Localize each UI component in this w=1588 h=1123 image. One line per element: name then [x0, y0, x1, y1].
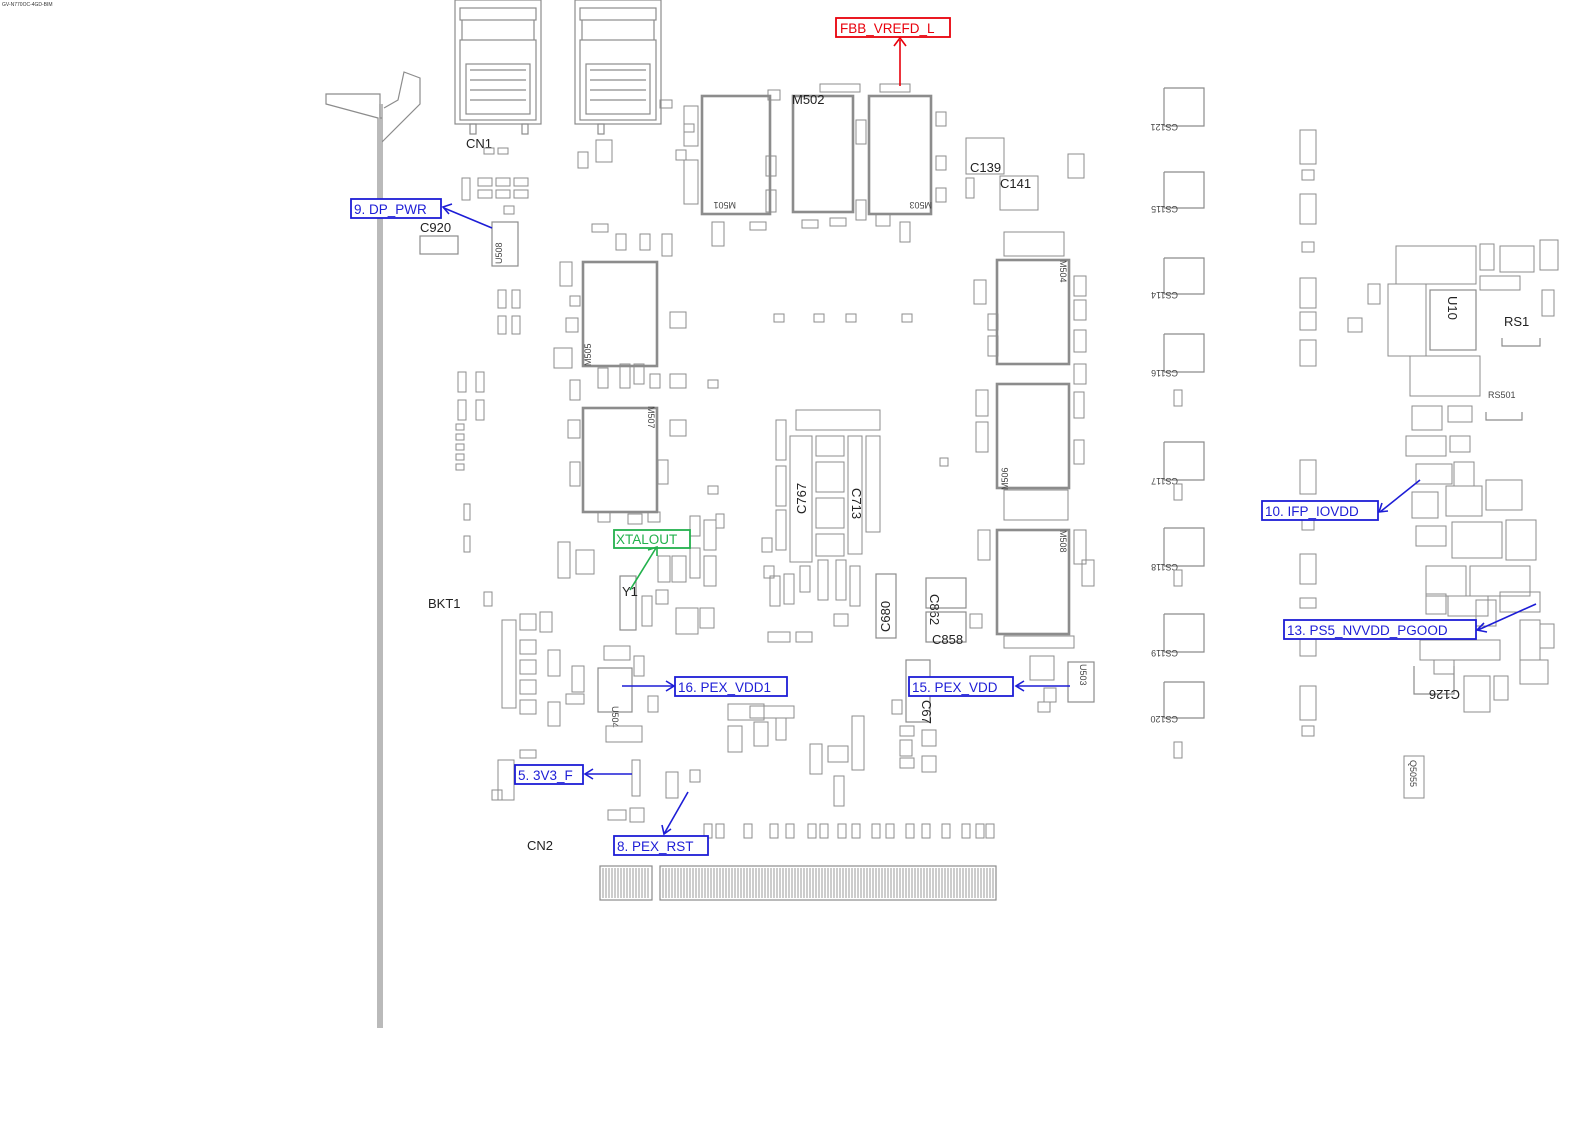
refdes-cs117: CS117 — [1151, 476, 1178, 486]
refdes-q5055: Q5055 — [1408, 760, 1418, 787]
memory-m504 — [995, 258, 1071, 366]
callout-ps5-nvvdd-pgood[interactable]: 13. PS5_NVVDD_PGOOD — [1283, 603, 1537, 640]
callout-pex-rst-label: 8. PEX_RST — [617, 839, 694, 854]
refdes-m505: M505 — [583, 343, 593, 366]
part-c920 — [419, 235, 459, 255]
callout-fbb-vrefd-l-label: FBB_VREFD_L — [840, 21, 935, 36]
memory-m508 — [995, 528, 1071, 636]
passives-crystal-area — [641, 513, 725, 635]
callout-pex-vdd-label: 15. PEX_VDD — [912, 680, 998, 695]
refdes-cs115: CS115 — [1151, 204, 1178, 214]
refdes-m508: M508 — [1058, 530, 1068, 553]
refdes-m503: M503 — [909, 200, 932, 210]
callout-dp-pwr-label: 9. DP_PWR — [354, 202, 427, 217]
part-c858 — [925, 611, 967, 643]
callout-3v3-f[interactable]: 5. 3V3_F — [514, 764, 632, 785]
refdes-rs1: RS1 — [1504, 314, 1529, 329]
pads-row-above-pcie — [703, 823, 995, 839]
part-u10 — [1429, 289, 1477, 351]
refdes-m502: M502 — [792, 92, 825, 107]
refdes-u508: U508 — [494, 242, 504, 264]
memory-m502 — [791, 94, 855, 214]
memory-m505 — [581, 260, 659, 368]
refdes-c67: C67 — [919, 700, 934, 724]
refdes-m501: M501 — [713, 200, 736, 210]
refdes-cs118: CS118 — [1151, 562, 1178, 572]
refdes-rs501: RS501 — [1488, 390, 1516, 400]
memory-m501 — [683, 94, 772, 216]
refdes-cs114: CS114 — [1151, 290, 1178, 300]
passives-right-column — [1299, 129, 1317, 737]
cs-small-pads — [1173, 389, 1183, 759]
part-c680 — [875, 573, 897, 639]
callout-pex-vdd1-label: 16. PEX_VDD1 — [678, 680, 771, 695]
part-u504 — [597, 667, 633, 713]
refdes-c767: C767 — [794, 483, 809, 514]
part-y1 — [619, 575, 637, 631]
gpu-decoupling-cluster — [727, 409, 881, 807]
connector-cn1 — [454, 0, 542, 135]
refdes-c141: C141 — [1000, 176, 1031, 191]
refdes-m507: M507 — [646, 406, 656, 429]
refdes-cs121: CS121 — [1150, 122, 1178, 132]
callout-dp-pwr[interactable]: 9. DP_PWR — [350, 198, 493, 229]
refdes-y1: Y1 — [622, 584, 638, 599]
callout-fbb-vrefd-l[interactable]: FBB_VREFD_L — [835, 17, 951, 86]
memory-m506 — [995, 382, 1071, 490]
memory-m503 — [867, 94, 933, 216]
passives-left-column — [455, 289, 521, 553]
callout-pex-rst[interactable]: 8. PEX_RST — [613, 791, 709, 856]
callout-xtalout[interactable]: XTALOUT — [613, 529, 691, 591]
refdes-cn1: CN1 — [466, 136, 492, 151]
callout-ifp-iovdd-label: 10. IFP_IOVDD — [1265, 504, 1359, 519]
refdes-c139: C139 — [970, 160, 1001, 175]
refdes-c680: C680 — [878, 601, 893, 632]
callout-pex-vdd1[interactable]: 16. PEX_VDD1 — [622, 676, 788, 697]
refdes-m506: M506 — [1000, 467, 1010, 490]
part-u503 — [1067, 661, 1095, 703]
refdes-cn2: CN2 — [527, 838, 553, 853]
part-rs501 — [1485, 412, 1523, 421]
pcie-edge-connector — [599, 865, 997, 901]
part-u508 — [491, 221, 519, 267]
refdes-c862: C862 — [927, 594, 942, 625]
passives-lower-left — [483, 541, 595, 801]
cs-capacitor-column — [1163, 87, 1205, 719]
pci-bracket — [325, 71, 421, 1028]
passives-cn1-area — [461, 139, 613, 215]
callout-ps5-nvvdd-pgood-label: 13. PS5_NVVDD_PGOOD — [1287, 623, 1448, 638]
memory-m507 — [581, 406, 659, 514]
refdes-m504: M504 — [1058, 260, 1068, 283]
part-c126 — [1413, 666, 1455, 695]
refdes-bkt1: BKT1 — [428, 596, 461, 611]
part-rs1 — [1501, 338, 1541, 347]
passives-u504-area — [603, 645, 701, 823]
passives-u10-cluster — [1347, 239, 1559, 713]
callout-pex-vdd[interactable]: 15. PEX_VDD — [908, 676, 1070, 697]
callout-xtalout-label: XTALOUT — [616, 532, 677, 547]
callout-3v3-f-label: 5. 3V3_F — [518, 768, 573, 783]
refdes-cs120: CS120 — [1150, 714, 1178, 724]
refdes-cs116: CS116 — [1151, 368, 1178, 378]
refdes-c126: C126 — [1429, 687, 1460, 702]
refdes-u10: U10 — [1445, 296, 1460, 320]
passives-u503-area — [1029, 655, 1057, 713]
part-q5055 — [1403, 755, 1425, 799]
callout-ifp-iovdd[interactable]: 10. IFP_IOVDD — [1261, 479, 1421, 521]
passives-c67-area — [891, 699, 937, 773]
refdes-cs119: CS119 — [1151, 648, 1178, 658]
part-c862 — [925, 577, 967, 609]
file-label: GV-N770OC-4GD-BIM — [2, 2, 53, 8]
refdes-c858: C858 — [932, 632, 963, 647]
refdes-u504: U504 — [610, 706, 620, 728]
refdes-u503: U503 — [1078, 664, 1088, 686]
passives-memory-area — [553, 83, 1095, 649]
refdes-c920: C920 — [420, 220, 451, 235]
refdes-c713: C713 — [849, 488, 864, 519]
connector-dp2 — [574, 0, 662, 135]
